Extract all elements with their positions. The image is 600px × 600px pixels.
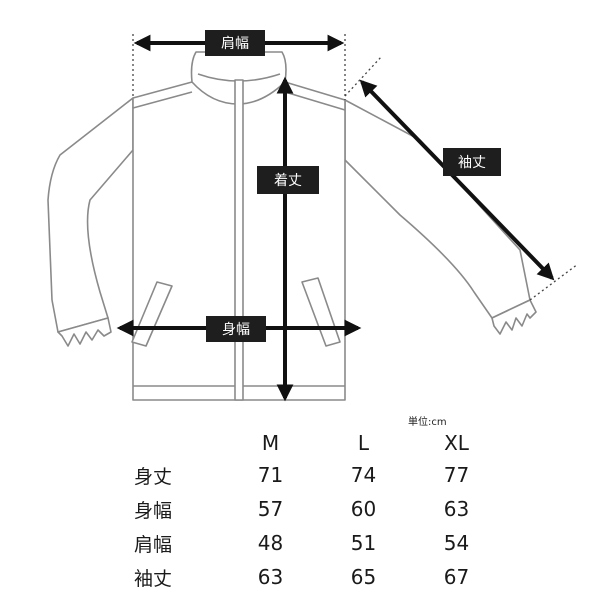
left-sleeve xyxy=(47,97,134,333)
jacket-illustration xyxy=(47,51,537,401)
table-row: 身幅 57 60 63 xyxy=(130,492,503,526)
size-col-header: L xyxy=(357,431,370,455)
svg-text:袖丈: 袖丈 xyxy=(458,155,486,171)
left-cuff xyxy=(57,317,112,347)
length-label: 着丈 xyxy=(257,166,319,194)
table-cell: 60 xyxy=(350,497,377,521)
table-cell: 63 xyxy=(257,565,284,589)
right-cuff xyxy=(491,299,537,335)
size-col-header: XL xyxy=(444,431,469,455)
unit-note: 単位:cm xyxy=(408,417,447,428)
table-cell: 54 xyxy=(443,531,470,555)
table-cell: 67 xyxy=(443,565,470,589)
table-cell: 63 xyxy=(443,497,470,521)
svg-text:肩幅: 肩幅 xyxy=(221,36,249,52)
right-sleeve xyxy=(344,99,531,319)
sleeve-arrow xyxy=(359,79,555,281)
table-cell: 51 xyxy=(350,531,377,555)
table-row: 身丈 71 74 77 xyxy=(130,458,503,492)
sleeve-label: 袖丈 xyxy=(443,148,501,176)
table-row: 袖丈 63 65 67 xyxy=(130,560,503,594)
table-cell: 65 xyxy=(350,565,377,589)
table-cell: 57 xyxy=(257,497,284,521)
jacket-size-diagram: 肩幅 着丈 袖丈 身幅 xyxy=(47,30,579,402)
svg-text:身幅: 身幅 xyxy=(222,322,250,338)
shoulder-label: 肩幅 xyxy=(205,30,265,56)
size-col-header: M xyxy=(261,431,280,455)
table-row: 肩幅 48 51 54 xyxy=(130,526,503,560)
row-label: 身丈 xyxy=(134,465,173,488)
size-header-corner xyxy=(130,428,224,458)
table-cell: 71 xyxy=(257,463,284,487)
body-width-label: 身幅 xyxy=(206,316,266,342)
row-label: 身幅 xyxy=(134,499,173,522)
table-cell: 74 xyxy=(350,463,377,487)
row-label: 肩幅 xyxy=(134,533,173,556)
table-cell: 77 xyxy=(443,463,470,487)
size-table: M L XL 身丈 71 74 77 身幅 57 60 63 肩幅 48 51 … xyxy=(130,428,503,594)
size-header-row: M L XL xyxy=(130,428,503,458)
svg-text:着丈: 着丈 xyxy=(274,173,302,189)
table-cell: 48 xyxy=(257,531,284,555)
row-label: 袖丈 xyxy=(134,567,173,590)
